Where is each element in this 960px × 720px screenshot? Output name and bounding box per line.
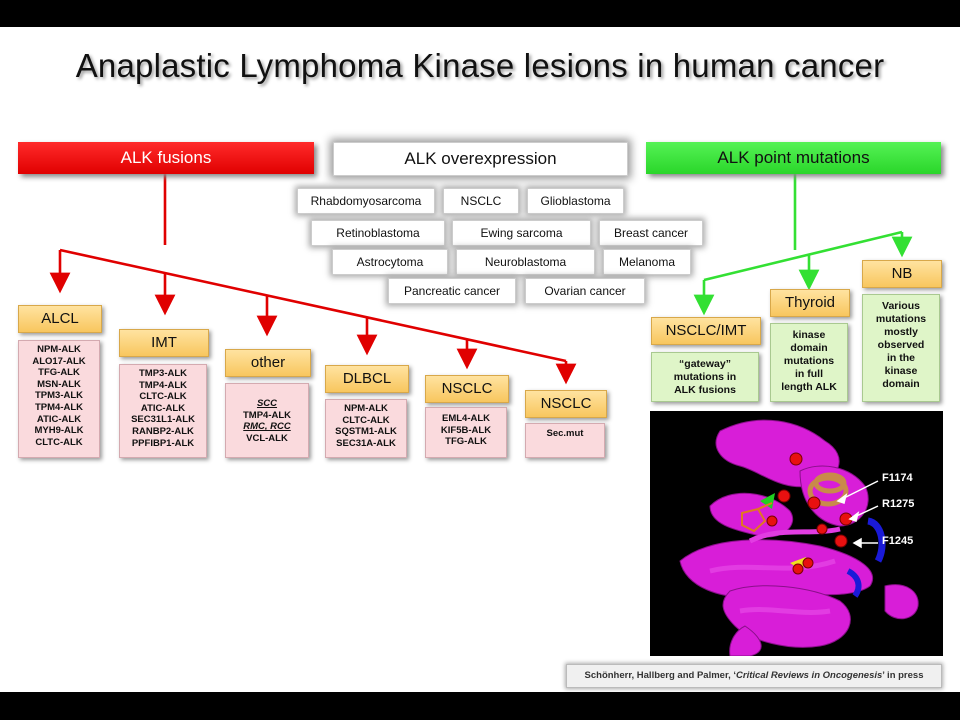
fusion-list-nsclc: EML4-ALK KIF5B-ALK TFG-ALK: [425, 407, 507, 458]
overexpression-item: Rhabdomyosarcoma: [297, 188, 435, 214]
fusion-gene: TMP4-ALK: [138, 379, 188, 391]
alk-point-mutations-header: ALK point mutations: [646, 142, 941, 174]
fusion-category-other: other: [225, 349, 311, 377]
overexpression-item: Breast cancer: [599, 220, 703, 246]
fusion-gene: TPM4-ALK: [34, 401, 84, 413]
cancer-type-label: RMC, RCC: [243, 421, 291, 433]
mutation-desc-line: Various: [882, 300, 920, 312]
mutation-category-nsclc-imt: NSCLC/IMT: [651, 317, 761, 345]
overexpression-item: Retinoblastoma: [311, 220, 445, 246]
fusion-gene: TFG-ALK: [38, 367, 80, 379]
fusion-gene: TMP4-ALK: [242, 409, 292, 421]
arrow-diagram: [49, 174, 913, 385]
fusion-gene: ATIC-ALK: [140, 402, 186, 414]
mutation-desc-line: in the: [887, 352, 915, 364]
fusion-gene: CLTC-ALK: [139, 391, 187, 403]
fusion-gene: SEC31A-ALK: [336, 437, 396, 449]
residue-label: R1275: [882, 498, 915, 510]
fusion-gene: PPFIBP1-ALK: [131, 437, 195, 449]
fusion-gene: NPM-ALK: [37, 344, 81, 355]
overexpression-item: Ovarian cancer: [525, 278, 645, 304]
fusion-category-nsclc: NSCLC: [425, 375, 509, 403]
fusion-list-other: SCC TMP4-ALK RMC, RCC VCL-ALK: [225, 383, 309, 458]
fusion-gene: KIF5B-ALK: [440, 424, 492, 436]
mutation-desc-line: domain: [882, 378, 920, 390]
mutation-desc-nb: Various mutations mostly observed in the…: [862, 294, 940, 402]
fusion-list-nsclc-secondary: Sec.mut: [525, 423, 605, 458]
overexpression-item: Melanoma: [603, 249, 691, 275]
fusion-gene: Sec.mut: [546, 428, 584, 439]
fusion-list-imt: TMP3-ALK TMP4-ALK CLTC-ALK ATIC-ALK SEC3…: [119, 364, 207, 458]
fusion-gene: MSN-ALK: [37, 378, 81, 390]
fusion-gene: TFG-ALK: [445, 436, 487, 448]
fusion-gene: NPM-ALK: [344, 403, 388, 414]
fusion-gene: TPM3-ALK: [34, 390, 84, 402]
mutation-desc-line: kinase: [792, 329, 826, 341]
mutation-desc-line: “gateway”: [679, 358, 731, 370]
alk-overexpression-header: ALK overexpression: [333, 142, 628, 176]
mutation-desc-line: observed: [877, 339, 925, 351]
mutation-desc-nsclc-imt: “gateway” mutations in ALK fusions: [651, 352, 759, 402]
mutation-desc-line: mutations in: [673, 371, 737, 383]
mutation-desc-line: mostly: [884, 326, 918, 338]
fusion-category-nsclc-secondary: NSCLC: [525, 390, 607, 418]
fusion-category-alcl: ALCL: [18, 305, 102, 333]
alk-fusions-header: ALK fusions: [18, 142, 314, 174]
mutation-desc-line: ALK fusions: [674, 384, 736, 396]
mutation-desc-line: domain: [790, 342, 828, 354]
protein-ribbon-illustration: [679, 419, 919, 656]
citation: Schönherr, Hallberg and Palmer, ‘Critica…: [566, 664, 942, 688]
mutation-category-nb: NB: [862, 260, 942, 288]
residue-label: F1174: [882, 472, 913, 484]
fusion-gene: VCL-ALK: [246, 432, 288, 444]
residue-label: F1245: [882, 535, 914, 547]
alk-kinase-structure-image: F1174 R1275 F1245: [650, 411, 943, 656]
citation-suffix: ’ in press: [882, 670, 924, 681]
fusion-gene: EML4-ALK: [441, 413, 491, 424]
fusion-category-imt: IMT: [119, 329, 209, 357]
fusion-category-dlbcl: DLBCL: [325, 365, 409, 393]
overexpression-item: NSCLC: [443, 188, 519, 214]
fusion-gene: RANBP2-ALK: [132, 425, 194, 437]
fusion-list-dlbcl: NPM-ALK CLTC-ALK SQSTM1-ALK SEC31A-ALK: [325, 399, 407, 458]
mutation-desc-line: length ALK: [781, 381, 837, 393]
mutation-category-thyroid: Thyroid: [770, 289, 850, 317]
mutation-desc-thyroid: kinase domain mutations in full length A…: [770, 323, 848, 402]
slide: Anaplastic Lymphoma Kinase lesions in hu…: [0, 27, 960, 692]
slide-title: Anaplastic Lymphoma Kinase lesions in hu…: [75, 47, 885, 84]
overexpression-item: Neuroblastoma: [456, 249, 595, 275]
mutation-desc-line: mutations: [783, 355, 835, 367]
citation-authors: Schönherr, Hallberg and Palmer, ‘: [584, 670, 737, 681]
mutation-arrows: [693, 174, 913, 316]
fusion-gene: CLTC-ALK: [342, 414, 390, 426]
mutation-desc-line: mutations: [875, 313, 927, 325]
fusion-gene: ATIC-ALK: [36, 413, 82, 425]
fusion-gene: CLTC-ALK: [35, 436, 83, 448]
fusion-gene: MYH9-ALK: [34, 425, 84, 437]
overexpression-item: Pancreatic cancer: [388, 278, 516, 304]
fusion-arrows: [49, 174, 577, 385]
overexpression-item: Ewing sarcoma: [452, 220, 591, 246]
mutation-desc-line: in full: [795, 368, 823, 380]
citation-journal: Critical Reviews in Oncogenesis: [736, 670, 883, 681]
overexpression-item: Astrocytoma: [332, 249, 448, 275]
fusion-gene: ALO17-ALK: [32, 355, 86, 367]
cancer-type-label: SCC: [256, 398, 278, 409]
fusion-gene: SEC31L1-ALK: [131, 414, 195, 426]
fusion-gene: TMP3-ALK: [138, 368, 188, 379]
overexpression-item: Glioblastoma: [527, 188, 624, 214]
fusion-gene: SQSTM1-ALK: [335, 426, 397, 438]
fusion-list-alcl: NPM-ALK ALO17-ALK TFG-ALK MSN-ALK TPM3-A…: [18, 340, 100, 458]
mutation-desc-line: kinase: [884, 365, 918, 377]
